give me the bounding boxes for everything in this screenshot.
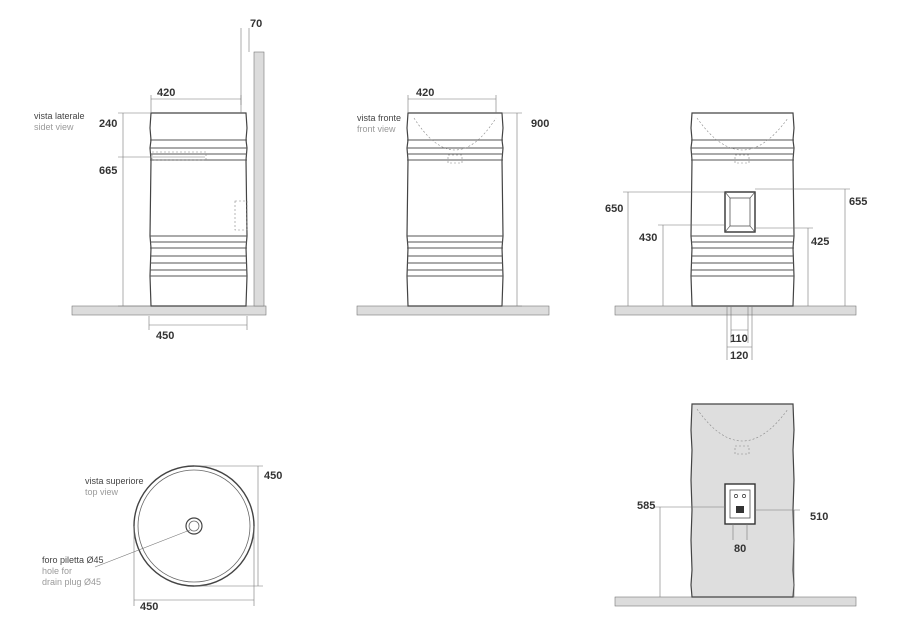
back-dim-pipe-outer: 120 bbox=[730, 350, 748, 362]
front-hidden-bowl bbox=[413, 117, 497, 151]
top-view: 450 450 vista superiore top view foro pi… bbox=[42, 465, 282, 613]
back-floor bbox=[614, 305, 857, 316]
front-dim-width-top: 420 bbox=[416, 87, 434, 99]
side-dimension-lines bbox=[118, 28, 250, 330]
back-alt-hidden-bowl bbox=[696, 408, 789, 442]
back-dim-left-inner: 430 bbox=[639, 232, 657, 244]
back-alt-floor bbox=[614, 596, 857, 607]
front-floor bbox=[356, 305, 550, 316]
front-hidden-drain bbox=[447, 154, 463, 164]
back-alt-hidden-drain bbox=[734, 445, 750, 455]
top-caption: vista superiore bbox=[85, 476, 144, 486]
side-hidden-drain bbox=[151, 151, 207, 161]
side-caption-en: sidet view bbox=[34, 122, 74, 132]
back-access-panel-inner bbox=[729, 197, 751, 227]
front-dimension-lines bbox=[407, 95, 522, 307]
back-alt-dim-bottom: 80 bbox=[734, 543, 746, 555]
side-dim-drain: 665 bbox=[99, 165, 117, 177]
back-dim-pipe-inner: 110 bbox=[730, 333, 748, 345]
back-dim-left-outer: 650 bbox=[605, 203, 623, 215]
top-drain-outer bbox=[185, 517, 203, 535]
back-barrel-ribs bbox=[691, 139, 794, 277]
back-hidden-drain bbox=[734, 154, 750, 164]
back-view-alt: 585 510 80 bbox=[614, 403, 857, 607]
back-alt-dimension-lines bbox=[655, 506, 800, 597]
front-view: 420 900 vista fronte front view bbox=[356, 87, 550, 316]
top-drain-label: foro piletta Ø45 bbox=[42, 555, 104, 565]
front-caption: vista fronte bbox=[357, 113, 401, 123]
top-drain-inner bbox=[188, 520, 200, 532]
side-caption: vista laterale bbox=[34, 111, 85, 121]
side-barrel-ribs bbox=[150, 139, 247, 277]
side-dim-width-top: 420 bbox=[157, 87, 175, 99]
top-caption-en: top view bbox=[85, 487, 119, 497]
front-caption-en: front view bbox=[357, 124, 396, 134]
front-barrel-ribs bbox=[407, 139, 503, 277]
back-alt-dim-right: 510 bbox=[810, 511, 828, 523]
side-view: 70 420 240 665 450 vista laterale sidet … bbox=[34, 18, 267, 342]
top-dim-width: 450 bbox=[140, 601, 158, 613]
top-drain-label-en-2: drain plug Ø45 bbox=[42, 577, 101, 587]
back-alt-connector-left bbox=[734, 494, 738, 498]
side-hidden-box bbox=[234, 200, 248, 231]
top-inner-rim bbox=[137, 469, 251, 583]
front-barrel-body bbox=[406, 112, 504, 307]
side-dim-top: 70 bbox=[250, 18, 262, 30]
top-drain-label-en-1: hole for bbox=[42, 566, 72, 576]
side-wall bbox=[253, 51, 265, 307]
side-dim-width-base: 450 bbox=[156, 330, 174, 342]
back-view: 650 430 655 425 110 120 bbox=[605, 112, 867, 362]
back-alt-outlet bbox=[736, 506, 744, 513]
side-floor bbox=[71, 305, 267, 316]
back-alt-access-panel-inner bbox=[729, 489, 751, 519]
back-dim-right-outer: 655 bbox=[849, 196, 867, 208]
back-hidden-bowl bbox=[696, 117, 789, 151]
top-dim-depth: 450 bbox=[264, 470, 282, 482]
back-alt-dim-left: 585 bbox=[637, 500, 655, 512]
side-dim-basin: 240 bbox=[99, 118, 117, 130]
side-barrel-body bbox=[149, 112, 248, 307]
top-dimension-lines bbox=[94, 465, 263, 606]
back-dimension-lines bbox=[623, 188, 850, 360]
front-dim-height: 900 bbox=[531, 118, 549, 130]
back-dim-right-inner: 425 bbox=[811, 236, 829, 248]
back-alt-connector-right bbox=[742, 494, 746, 498]
